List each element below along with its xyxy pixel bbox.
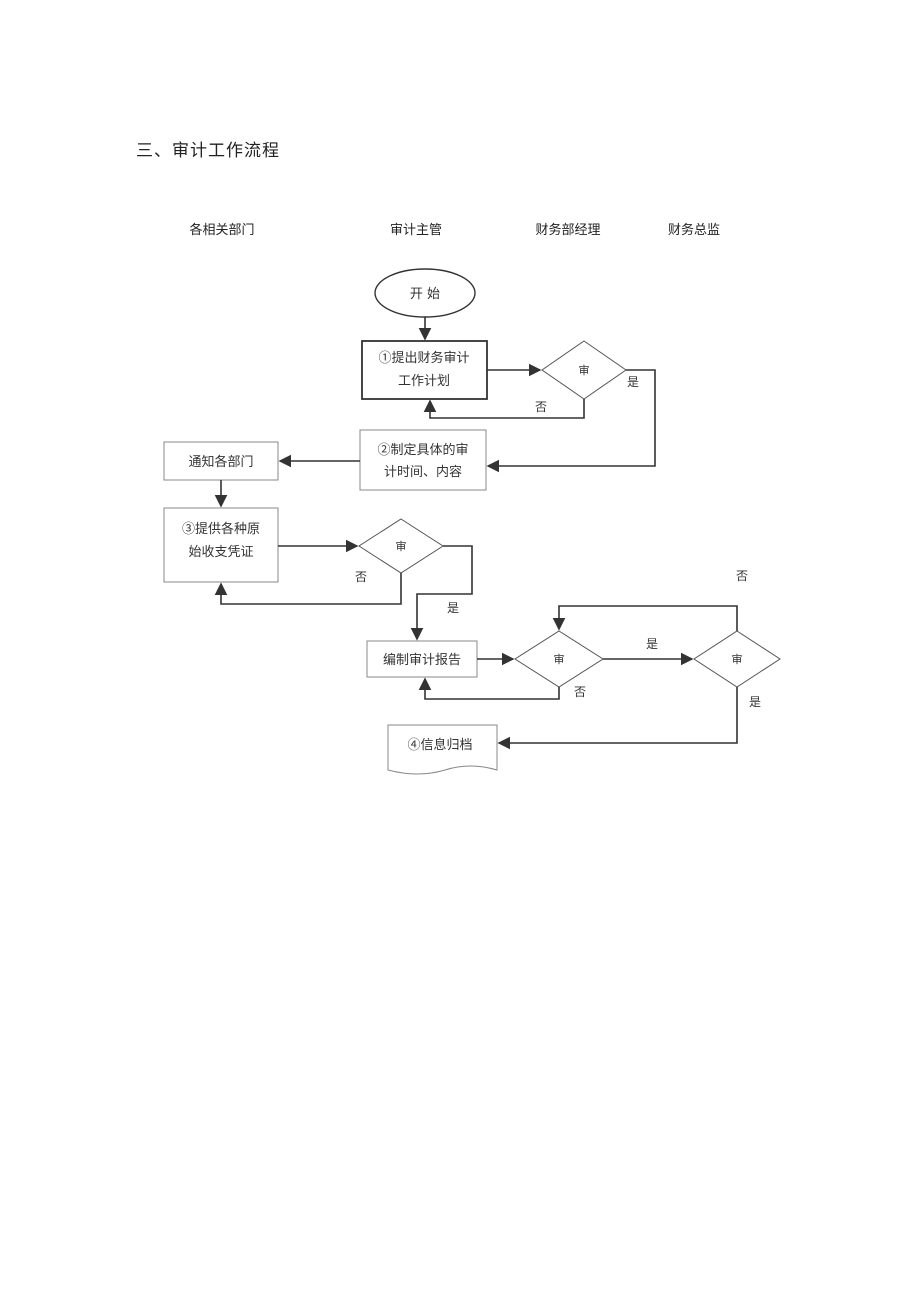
decision-finance-manager-label: 审 [579,363,590,377]
notify-box [163,441,279,481]
archive-document-label: ④信息归档 [407,737,472,753]
edge-label-decision2-yes: 是 [447,601,459,615]
edge-label-decision3-no: 否 [574,685,586,699]
lane-header-audit-supervisor: 审计主管 [389,223,442,238]
lane-header-finance-manager: 财务部经理 [535,223,601,238]
notify-box-label: 通知各部门 [188,454,253,470]
connector-decision1-yes [486,369,656,473]
plan-box-label-line1: ①提出财务审计 [378,350,469,366]
edge-label-decision3-yes: 是 [646,637,658,651]
plan-box [361,340,488,400]
plan-box-label-line2: 工作计划 [398,374,450,389]
report-box-label: 编制审计报告 [383,653,461,668]
detail-box [359,429,487,491]
connector-decision3-no [418,677,560,700]
connector-decision4-yes [497,687,738,750]
connector-decision1-no [423,399,585,419]
connector-decision4-no [552,605,738,631]
edge-label-decision4-yes: 是 [749,695,761,709]
connector-decision2-no [214,573,402,605]
edge-label-decision2-no: 否 [355,570,367,584]
detail-box-label-line1: ②制定具体的审 [377,442,468,458]
connector-decision2-yes [410,545,473,641]
archive-document [387,724,498,775]
section-title: 三、审计工作流程 [136,141,280,161]
start-node-label: 开 始 [410,287,440,302]
edge-label-decision1-no: 否 [535,400,547,414]
edge-label-decision1-yes: 是 [627,375,639,389]
vouchers-box-label-line1: ③提供各种原 [182,521,260,537]
lane-header-departments: 各相关部门 [189,223,255,238]
decision-audit-supervisor-label: 审 [396,539,407,553]
vouchers-box [163,507,279,583]
vouchers-box-label-line2: 始收支凭证 [188,545,253,560]
edge-label-decision4-no: 否 [736,569,748,583]
decision-cfo-label: 审 [732,652,743,666]
detail-box-label-line2: 计时间、内容 [384,464,462,480]
lane-header-cfo: 财务总监 [667,223,720,238]
decision-report-manager-label: 审 [554,652,565,666]
